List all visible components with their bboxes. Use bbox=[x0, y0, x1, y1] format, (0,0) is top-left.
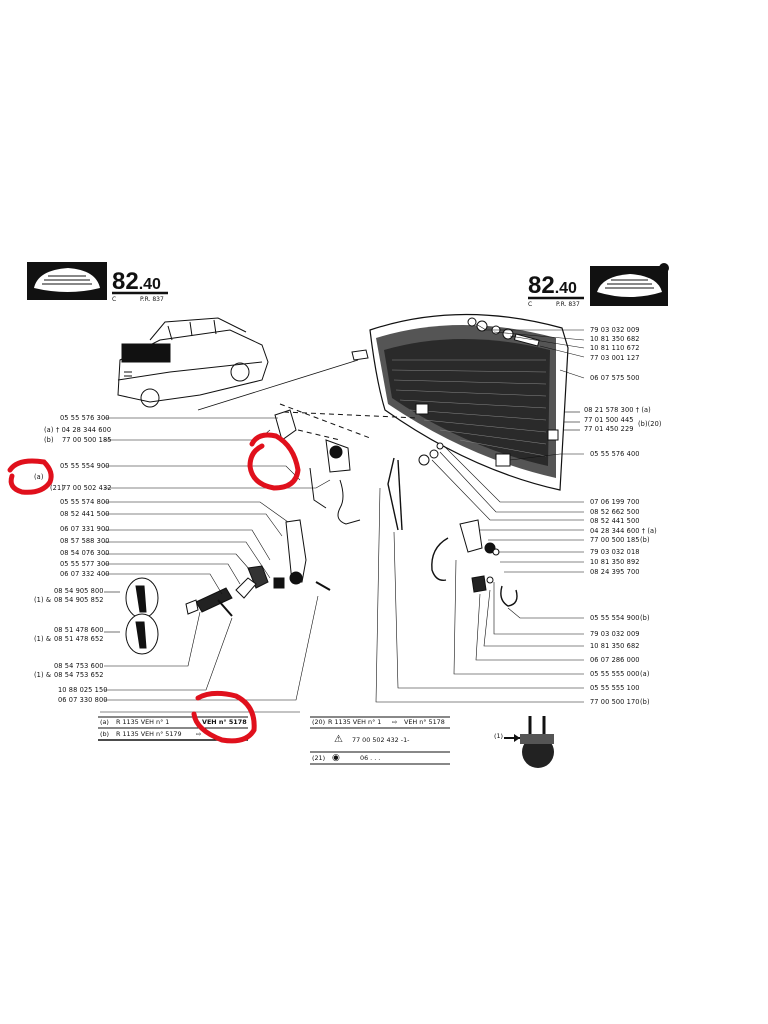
page-code-c-right: C bbox=[528, 301, 533, 308]
boot-lid-thumbnail-left bbox=[27, 262, 107, 300]
part-note: (b) bbox=[640, 614, 650, 622]
footnote-b-tag: (b) bbox=[100, 730, 110, 738]
part-label: 77 00 500 185 bbox=[590, 536, 640, 544]
part-label: 06 07 286 000 bbox=[590, 656, 640, 664]
footnote-a-tag: (a) bbox=[100, 718, 109, 726]
part-label: 10 81 350 682 bbox=[590, 642, 640, 650]
part-note: (b) bbox=[44, 436, 54, 444]
part-label: 10 81 350 682 bbox=[590, 335, 640, 343]
page-number-left: 82.40 bbox=[112, 268, 161, 296]
part-label: 05 55 554 900 bbox=[60, 462, 110, 470]
part-label: 04 28 344 600 † (a) bbox=[590, 527, 657, 535]
rods-and-catches bbox=[387, 457, 518, 607]
part-label: 05 55 576 300 bbox=[60, 414, 110, 422]
part-note: (b) bbox=[640, 698, 650, 706]
footnote-20-text: R 1135 VEH n° 1 bbox=[328, 718, 382, 726]
part-label: 10 81 110 672 bbox=[590, 344, 640, 352]
part-label: † 04 28 344 600 bbox=[56, 426, 112, 434]
part-note: (21) bbox=[50, 484, 64, 492]
footnote-20-part: 77 00 502 432 -1- bbox=[352, 736, 410, 744]
page-number-sub: .40 bbox=[554, 280, 577, 297]
part-label: 79 03 032 018 bbox=[590, 548, 640, 556]
footnote-b-text: R 1135 VEH n° 5179 bbox=[116, 730, 182, 738]
part-label: 08 51 478 600 bbox=[54, 626, 104, 634]
tool-icon: ⚠ bbox=[334, 734, 343, 745]
part-note: (a) bbox=[34, 473, 44, 481]
footnote-tables bbox=[98, 716, 450, 765]
part-label: 08 54 753 652 bbox=[54, 671, 104, 679]
part-label: 08 52 441 500 bbox=[60, 510, 110, 518]
part-label: 77 01 450 229 bbox=[584, 425, 634, 433]
eye-icon: ◉ bbox=[332, 753, 340, 763]
page-pr-left: P.R. 837 bbox=[140, 296, 164, 303]
part-label: 77 00 502 432 bbox=[62, 484, 112, 492]
part-label: 06 07 332 400 bbox=[60, 570, 110, 578]
page-number-main: 82 bbox=[528, 272, 555, 299]
footnote-a-text: R 1135 VEH n° 1 bbox=[116, 718, 170, 726]
part-label: 77 01 500 445 bbox=[584, 416, 634, 424]
boot-lid-thumbnail-right bbox=[590, 263, 669, 306]
footnote-21-tag: (21) bbox=[312, 754, 326, 762]
part-label: 08 21 578 300 † (a) bbox=[584, 406, 651, 414]
boot-lid-panel bbox=[369, 313, 569, 491]
red-annotations bbox=[7, 432, 301, 744]
part-label: 05 55 555 100 bbox=[590, 684, 640, 692]
part-note: (b)(20) bbox=[638, 420, 662, 428]
part-label: 05 55 574 800 bbox=[60, 498, 110, 506]
part-label: 08 54 076 300 bbox=[60, 549, 110, 557]
part-label: 08 54 753 600 bbox=[54, 662, 104, 670]
part-label: 08 57 588 300 bbox=[60, 537, 110, 545]
part-label: 06 07 331 900 bbox=[60, 525, 110, 533]
page-pr-right: P.R. 837 bbox=[556, 301, 580, 308]
part-label: 79 03 032 009 bbox=[590, 326, 640, 334]
part-label: 06 07 330 800 bbox=[58, 696, 108, 704]
part-label: 77 00 500 170 bbox=[590, 698, 640, 706]
part-note: (1) & bbox=[34, 596, 52, 604]
page-number-sub: .40 bbox=[138, 276, 161, 293]
part-label: 08 51 478 652 bbox=[54, 635, 104, 643]
part-label: 05 55 555 000 bbox=[590, 670, 640, 678]
part-label: 07 06 199 700 bbox=[590, 498, 640, 506]
part-label: 05 55 576 400 bbox=[590, 450, 640, 458]
footnote-21-text: 06 . . . bbox=[360, 754, 381, 762]
page-number-right: 82.40 bbox=[528, 272, 577, 300]
part-label: 08 52 662 500 bbox=[590, 508, 640, 516]
part-label: 77 03 001 127 bbox=[590, 354, 640, 362]
part-label: 79 03 032 009 bbox=[590, 630, 640, 638]
latch-bracket bbox=[274, 409, 361, 525]
part-note: (1) & bbox=[34, 671, 52, 679]
part-label: 10 88 025 150 bbox=[58, 686, 108, 694]
part-label: 08 54 905 852 bbox=[54, 596, 104, 604]
inset-tag: (1) bbox=[494, 732, 504, 740]
part-note: (a) bbox=[640, 670, 650, 678]
part-note: (b) bbox=[640, 536, 650, 544]
key-illustrations bbox=[125, 577, 159, 655]
part-label: 08 52 441 500 bbox=[590, 517, 640, 525]
part-label: 08 54 905 800 bbox=[54, 587, 104, 595]
footnote-b-arrow: ⇨ bbox=[196, 730, 202, 738]
footnote-20-tag: (20) bbox=[312, 718, 326, 726]
part-label: 05 55 554 900 bbox=[590, 614, 640, 622]
part-label: 08 24 395 700 bbox=[590, 568, 640, 576]
footnote-20-arrow: ⇨ bbox=[392, 718, 398, 726]
page-number-main: 82 bbox=[112, 268, 139, 295]
part-label: 77 00 500 185 bbox=[62, 436, 112, 444]
part-label: 06 07 575 500 bbox=[590, 374, 640, 382]
part-note: (1) & bbox=[34, 635, 52, 643]
page-code-c-left: C bbox=[112, 296, 117, 303]
footnote-a-veh: VEH n° 5178 bbox=[202, 718, 247, 726]
key-slot-inset bbox=[487, 712, 571, 770]
lock-mechanism bbox=[185, 519, 331, 617]
part-label: 10 81 350 892 bbox=[590, 558, 640, 566]
hinge-bolt-stack bbox=[467, 317, 540, 347]
part-label: 05 55 577 300 bbox=[60, 560, 110, 568]
part-note: (a) bbox=[44, 426, 54, 434]
car-illustration bbox=[117, 317, 269, 408]
footnote-20-veh: VEH n° 5178 bbox=[404, 718, 445, 726]
